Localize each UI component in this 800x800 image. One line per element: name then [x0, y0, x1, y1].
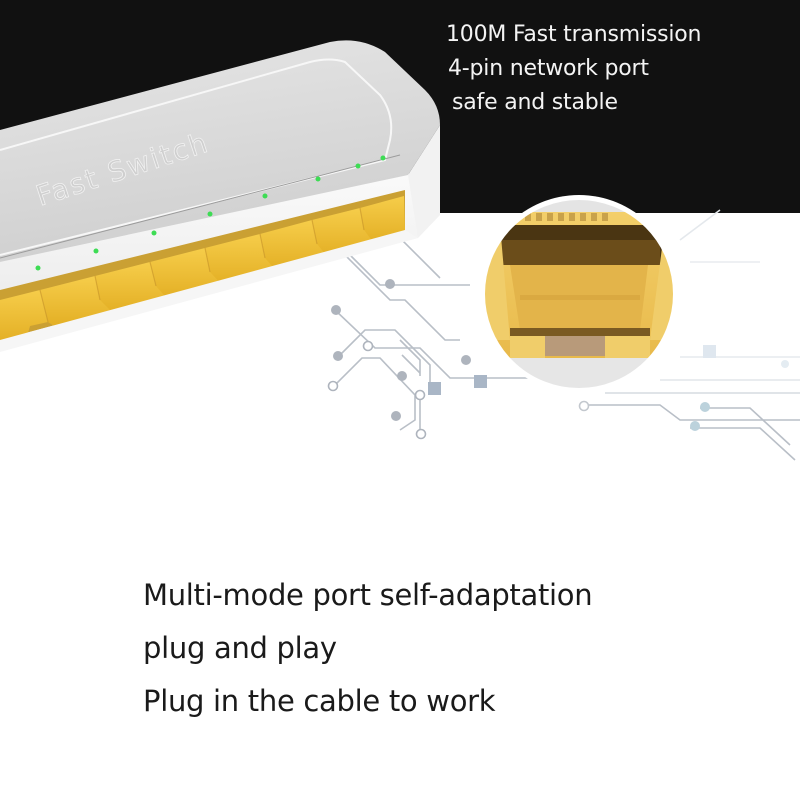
circuit-nodes — [327, 279, 789, 440]
headline-line-port: 4-pin network port — [448, 56, 649, 81]
network-switch-device: Fast Switch — [0, 40, 440, 352]
headline-line-speed: 100M Fast transmission — [446, 22, 702, 47]
status-leds — [35, 155, 386, 271]
feature-line-adaptation: Multi-mode port self-adaptation — [143, 578, 593, 612]
feature-line-cable: Plug in the cable to work — [143, 684, 496, 718]
headline-line-safety: safe and stable — [452, 90, 618, 115]
headline-copy: 100M Fast transmission 4-pin network por… — [446, 18, 702, 120]
feature-line-plug-play: plug and play — [143, 631, 337, 665]
feature-copy: Multi-mode port self-adaptation plug and… — [143, 569, 593, 728]
magnified-port-circle — [480, 195, 678, 393]
